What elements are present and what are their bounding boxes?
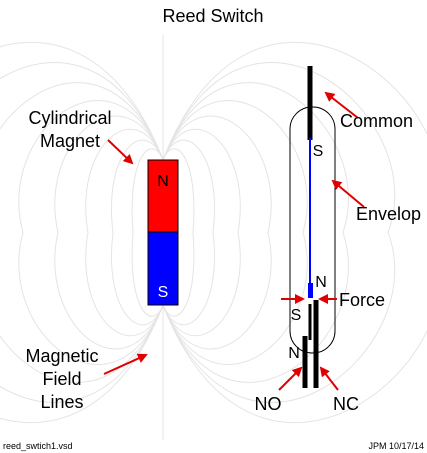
field-label-arrow xyxy=(103,353,148,375)
field-line xyxy=(0,62,164,403)
field-line xyxy=(85,128,164,337)
reed-switch: S N S N xyxy=(288,66,336,388)
cylindrical-magnet: N S xyxy=(147,159,179,306)
field-line xyxy=(18,100,164,365)
nc-label: NC xyxy=(333,394,359,414)
field-line xyxy=(0,42,164,423)
field-line xyxy=(54,115,164,350)
magnetic-field-lines xyxy=(0,35,427,440)
lower-reed-pole-n: N xyxy=(288,345,300,362)
field-label-line-2: Field xyxy=(42,369,81,389)
magnet-north-label: N xyxy=(157,173,169,190)
nc-arrow xyxy=(319,366,339,391)
upper-reed-tip xyxy=(308,283,313,298)
diagram-title: Reed Switch xyxy=(162,6,263,26)
field-label-line-3: Lines xyxy=(40,392,83,412)
field-line xyxy=(111,139,164,326)
magnet-label-line-1: Cylindrical xyxy=(28,108,111,128)
no-arrow xyxy=(278,366,303,391)
upper-reed-pole-s: S xyxy=(313,143,324,160)
reed-tip-pole-n: N xyxy=(315,274,327,291)
envelope-label: Envelop xyxy=(356,204,421,224)
magnet-north-pole xyxy=(147,159,179,233)
field-line xyxy=(162,82,349,383)
field-label: Magnetic Field Lines xyxy=(25,346,98,412)
magnet-south-label: S xyxy=(158,284,169,301)
lower-reed-pole-s: S xyxy=(291,307,302,324)
magnet-label-arrow xyxy=(107,139,134,165)
no-label: NO xyxy=(255,394,282,414)
field-label-line-1: Magnetic xyxy=(25,346,98,366)
common-label: Common xyxy=(340,111,413,131)
magnet-label: Cylindrical Magnet xyxy=(28,108,111,151)
field-line xyxy=(162,100,308,365)
field-line xyxy=(162,62,396,403)
field-line xyxy=(162,148,195,317)
envelope-arrow xyxy=(331,179,365,208)
footer-author-date: JPM 10/17/14 xyxy=(368,441,424,451)
magnet-south-pole xyxy=(147,231,179,306)
field-line xyxy=(162,42,427,423)
field-line xyxy=(131,148,164,317)
field-line xyxy=(0,82,164,383)
field-line xyxy=(162,139,215,326)
force-label: Force xyxy=(339,290,385,310)
field-line xyxy=(162,128,241,337)
footer-filename: reed_swtich1.vsd xyxy=(3,441,73,451)
magnet-label-line-2: Magnet xyxy=(40,131,100,151)
field-line xyxy=(162,115,272,350)
common-arrow xyxy=(324,91,359,119)
